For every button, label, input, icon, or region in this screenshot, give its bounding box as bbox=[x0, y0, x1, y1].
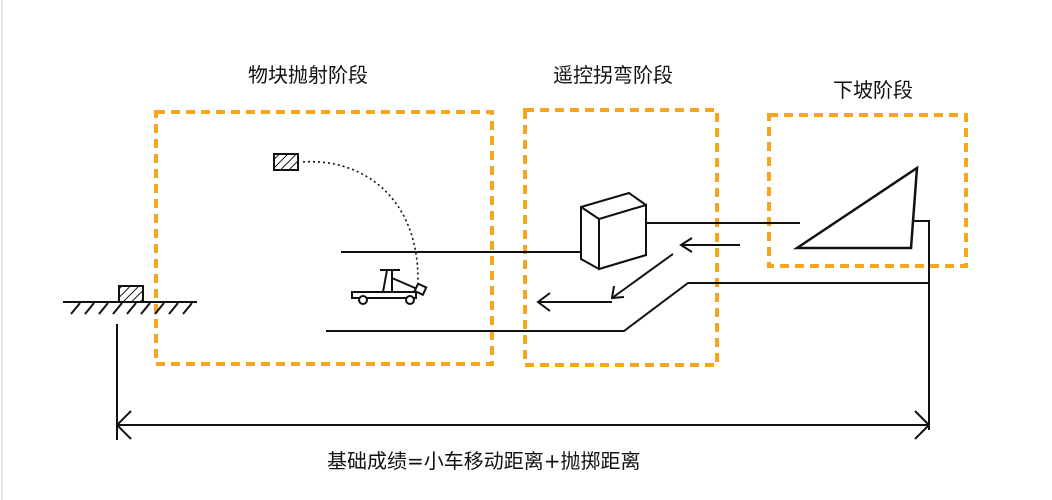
ramp-support bbox=[914, 220, 930, 430]
arrow-lower-left bbox=[536, 292, 612, 312]
stage-box-launch bbox=[154, 110, 494, 366]
stage-label-launch: 物块抛射阶段 bbox=[248, 63, 368, 87]
ground-start bbox=[63, 301, 197, 315]
measure-arrow-right bbox=[914, 410, 931, 440]
trajectory bbox=[302, 160, 419, 281]
start-block bbox=[118, 285, 144, 303]
stage-box-downhill bbox=[767, 113, 968, 268]
flying-block bbox=[273, 153, 299, 171]
stage-box-turn bbox=[523, 108, 719, 367]
stage-label-downhill: 下坡阶段 bbox=[833, 78, 913, 102]
measure-arrow-left bbox=[115, 410, 132, 440]
ramp-triangle bbox=[792, 165, 919, 250]
wall-block bbox=[580, 191, 647, 271]
arrow-diagonal bbox=[610, 253, 674, 300]
arrow-upper-left bbox=[679, 237, 740, 253]
launch-car bbox=[351, 269, 428, 305]
track-lower bbox=[326, 282, 929, 332]
stage-label-turn: 遥控拐弯阶段 bbox=[553, 63, 673, 87]
formula-label: 基础成绩=小车移动距离+抛掷距离 bbox=[327, 449, 641, 473]
